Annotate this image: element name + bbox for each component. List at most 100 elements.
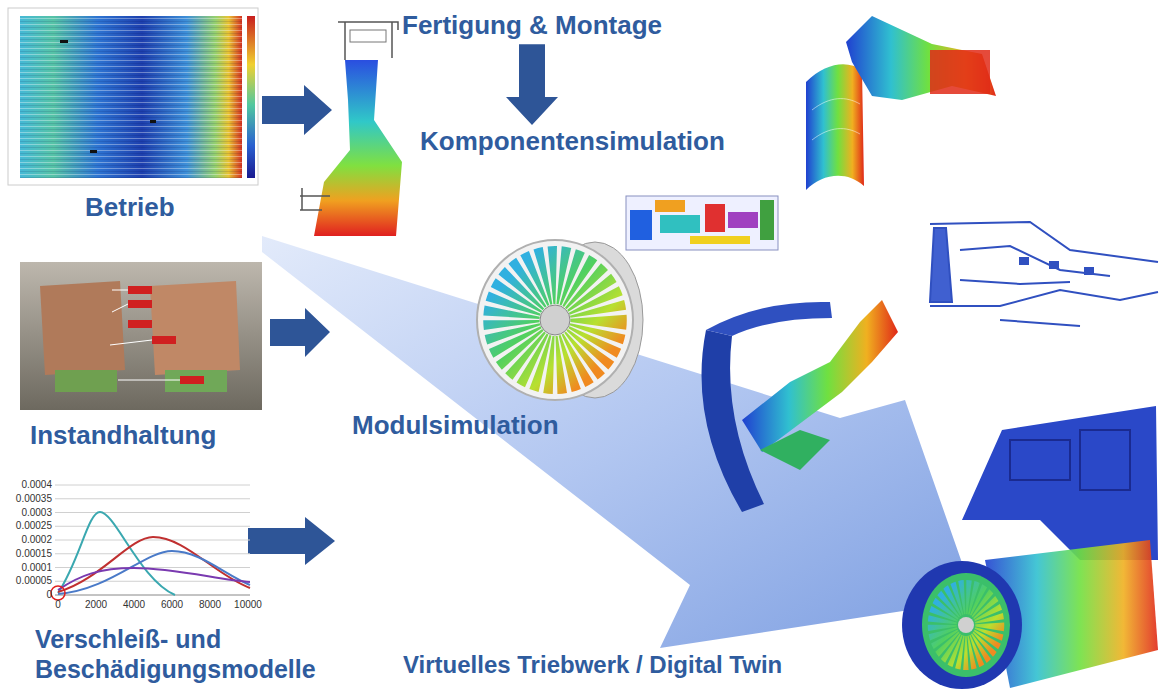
axis-value: 0.0001 xyxy=(21,562,52,574)
engine-sketch-part xyxy=(1085,268,1093,274)
fan-model-part xyxy=(477,240,633,400)
heatmap-chart-part xyxy=(20,16,242,178)
section-model-part xyxy=(660,215,700,233)
section-model-part xyxy=(626,196,778,250)
fan-model xyxy=(477,240,643,400)
axis-value: 0 xyxy=(55,599,61,611)
stage-text: Virtuelles Triebwerk / Digital Twin xyxy=(403,651,782,678)
axis-value: 0.00035 xyxy=(16,493,52,505)
blade-model-part xyxy=(930,50,990,94)
wear-chart-part-part xyxy=(55,526,250,527)
heatmap-chart-part xyxy=(150,120,156,123)
repair-photo-part xyxy=(165,370,227,392)
axis-value: 4000 xyxy=(123,599,145,611)
combustor-model-part xyxy=(300,188,330,210)
axis-value: 0.0003 xyxy=(21,507,52,519)
heatmap-chart-part xyxy=(247,16,255,178)
section-model-part xyxy=(655,200,685,212)
blade-model-part xyxy=(846,16,996,100)
engine-model-part xyxy=(922,573,1010,677)
wear-chart-part xyxy=(58,551,250,594)
wear-chart-part-part xyxy=(55,498,250,499)
repair-photo-part xyxy=(128,320,152,328)
input-arrow-part xyxy=(262,85,332,135)
module-model-part xyxy=(742,300,898,452)
engine-sketch-part xyxy=(930,290,1158,306)
axis-value: 0.00025 xyxy=(16,520,52,532)
stage-label: Fertigung & Montage xyxy=(402,10,662,41)
stage-text: Verschleiß- und Beschädigungsmodelle xyxy=(35,625,316,683)
axis-value: 6000 xyxy=(161,599,183,611)
wear-chart xyxy=(51,485,250,600)
fan-model-part xyxy=(540,305,570,335)
heatmap-chart-part xyxy=(20,16,242,178)
module-model-part xyxy=(760,430,830,470)
flow-arrow xyxy=(262,236,975,648)
axis-value: 0.00005 xyxy=(16,575,52,587)
axis-value: 2000 xyxy=(85,599,107,611)
repair-photo-part xyxy=(150,281,240,375)
engine-sketch-part xyxy=(1000,320,1080,326)
axis-value: 10000 xyxy=(234,599,262,611)
heatmap-chart-part xyxy=(90,150,97,153)
engine-model-part xyxy=(1010,440,1070,480)
stage-text: Fertigung & Montage xyxy=(402,10,662,40)
section-model-part xyxy=(728,212,758,228)
module-model-part xyxy=(706,302,832,336)
repair-photo-part xyxy=(128,286,152,294)
engine-sketch-part xyxy=(1050,262,1058,268)
repair-photo-part xyxy=(20,262,262,410)
blade-model-part xyxy=(812,99,860,140)
combustor-model-part xyxy=(338,22,398,60)
engine-sketch-part xyxy=(960,246,1110,276)
repair-photo-part xyxy=(152,336,176,344)
section-model-part xyxy=(690,236,750,244)
combustor-model xyxy=(300,22,402,236)
engine-sketch-part xyxy=(1020,258,1028,264)
stage-text: Betrieb xyxy=(85,192,175,222)
engine-sketch-part xyxy=(930,228,952,302)
flow-arrow xyxy=(506,44,558,125)
wear-chart-part xyxy=(55,485,250,595)
wear-chart-part-part xyxy=(55,540,250,541)
stage-label: Modulsimulation xyxy=(352,410,559,441)
input-arrow-part xyxy=(248,517,335,565)
module-model xyxy=(702,300,899,512)
axis-value: 0.0002 xyxy=(21,534,52,546)
blade-model-part xyxy=(806,64,864,190)
blade-model xyxy=(806,16,996,190)
wear-chart-part xyxy=(51,586,65,600)
engine-sketch-part xyxy=(960,280,1070,284)
engine-model-part xyxy=(962,406,1158,560)
repair-photo-part xyxy=(180,376,204,384)
section-model-part xyxy=(760,200,774,240)
heatmap-chart-part xyxy=(8,8,258,185)
stage-text: Instandhaltung xyxy=(30,420,216,450)
engine-model-part xyxy=(942,597,990,653)
wear-chart-part xyxy=(58,568,250,590)
engine-sketch xyxy=(930,222,1158,326)
section-model-part xyxy=(705,204,725,232)
stage-label: Betrieb xyxy=(85,192,175,223)
section-model-part xyxy=(630,210,652,240)
section-model xyxy=(626,196,778,250)
repair-photo-part xyxy=(55,370,117,392)
axis-value: 8000 xyxy=(199,599,221,611)
heatmap-chart-part xyxy=(60,40,68,43)
stage-label: Komponentensimulation xyxy=(420,126,725,157)
repair-photo xyxy=(20,262,262,410)
engine-model-part xyxy=(902,561,1022,689)
input-arrow-part xyxy=(270,308,330,357)
wear-chart-part-part xyxy=(55,567,250,568)
axis-value: 0.00015 xyxy=(16,548,52,560)
wear-chart-part-part xyxy=(55,553,250,554)
combustor-model-part xyxy=(350,30,386,42)
wear-chart-part xyxy=(58,537,250,592)
engine-model-part xyxy=(1080,430,1130,490)
engine-model xyxy=(902,406,1158,689)
fan-model-part xyxy=(511,275,598,365)
